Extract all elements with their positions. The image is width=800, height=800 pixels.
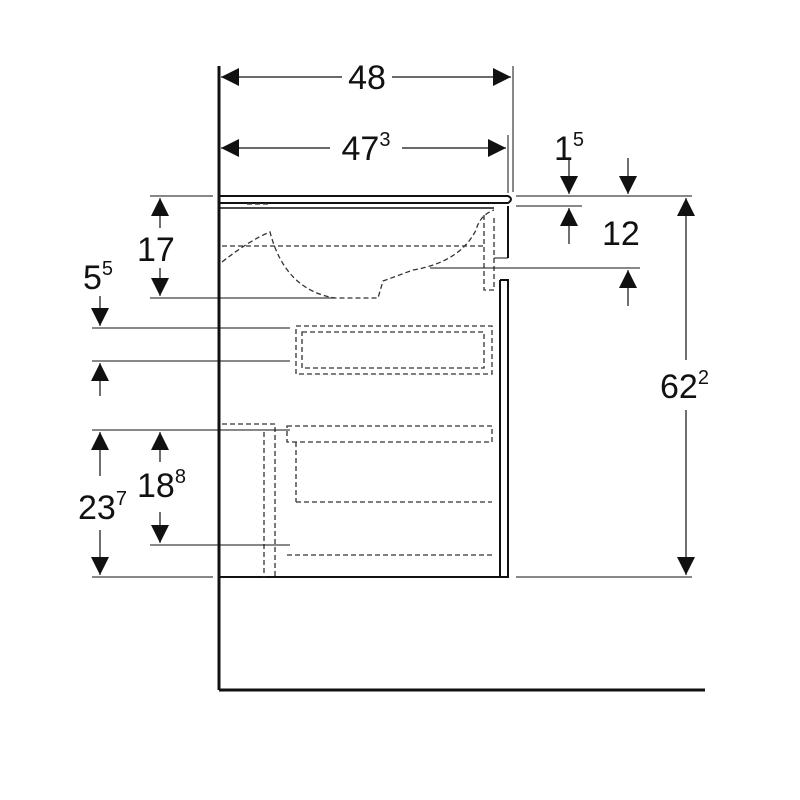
hidden-contours <box>221 203 495 577</box>
upper-drawer-inner <box>301 331 485 369</box>
siphon-hidden <box>222 423 276 577</box>
label-outer-width: 48 <box>348 59 386 97</box>
basin-outline <box>221 209 495 299</box>
extension-lines <box>92 66 692 578</box>
label-drawer-gap: 55 <box>83 258 113 297</box>
label-inner-width: 473 <box>342 129 391 168</box>
dimension-labels: 48 473 15 12 17 55 622 237 188 <box>78 59 709 527</box>
dimension-lines <box>91 68 695 575</box>
label-lower-height: 237 <box>78 488 127 527</box>
label-basin-gap: 12 <box>602 215 640 253</box>
cabinet-outline <box>219 195 512 578</box>
label-top-thickness: 15 <box>554 129 584 168</box>
label-basin-depth: 17 <box>137 231 175 269</box>
upper-drawer-hidden <box>295 325 493 375</box>
label-total-height: 622 <box>660 367 709 406</box>
wall-and-floor <box>217 66 705 692</box>
label-drawer-height: 188 <box>137 466 186 505</box>
lower-drawer-hidden <box>286 425 493 443</box>
basin-side-hidden <box>483 215 495 291</box>
worktop-slab <box>219 195 512 204</box>
front-lower-panel <box>500 279 509 578</box>
